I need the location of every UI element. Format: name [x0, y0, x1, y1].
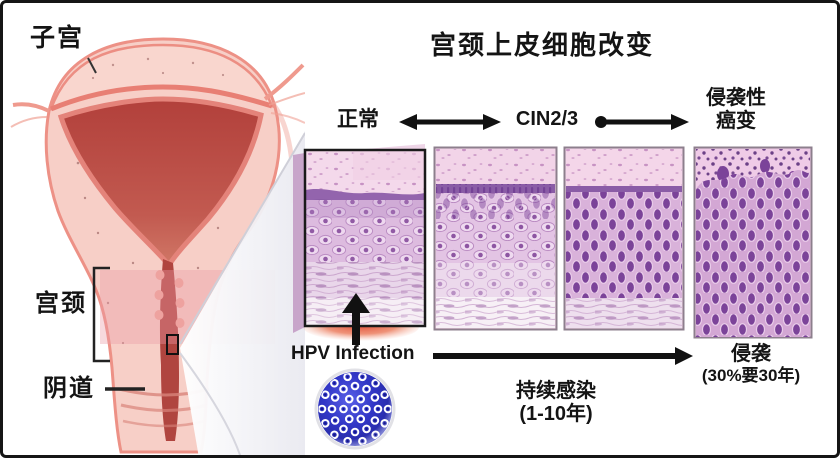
cervix-bracket — [92, 266, 110, 363]
stage-label-invasive-line1: 侵袭性 — [706, 87, 766, 109]
stage-label-invasive: 侵袭性 癌变 — [706, 87, 766, 133]
histology-panel-early-cin — [433, 146, 558, 331]
cervical-rugae — [154, 270, 185, 328]
arrow-normal-to-cin — [399, 114, 501, 130]
uterus-label: 子宫 — [30, 24, 85, 52]
invasion-line1: 侵袭 — [730, 343, 771, 365]
histology-panel-cin23 — [563, 146, 685, 331]
histology-panel-invasive — [693, 146, 813, 339]
persistent-infection-line1: 持续感染 — [516, 380, 596, 402]
arrow-hpv-up — [342, 293, 370, 345]
invasion-line2: (30%要30年) — [701, 366, 801, 385]
uterus-illustration — [10, 37, 305, 455]
cervix-label: 宫颈 — [35, 290, 87, 317]
vagina-label: 阴道 — [43, 375, 95, 402]
stage-label-normal: 正常 — [337, 108, 379, 131]
diagram-title: 宫颈上皮细胞改变 — [429, 30, 655, 60]
vagina-pointer-line — [105, 387, 145, 391]
hpv-infection-label: HPV Infection — [291, 343, 415, 364]
hpv-virus-icon — [314, 368, 396, 450]
normal-panel-box — [303, 148, 427, 328]
arrow-cin-to-invasive — [595, 114, 689, 130]
cervix-sample-marker — [166, 334, 179, 355]
arrow-persistent-infection — [433, 347, 693, 365]
stage-label-invasive-line2: 癌变 — [716, 110, 756, 132]
magnifier-wedge — [180, 131, 305, 455]
persistent-infection-label: 持续感染 (1-10年) — [516, 380, 596, 426]
stage-label-cin: CIN2/3 — [515, 108, 579, 130]
persistent-infection-line2: (1-10年) — [519, 403, 593, 425]
uterus-pointer-line — [87, 57, 97, 74]
invasion-label: 侵袭 (30%要30年) — [702, 343, 800, 387]
histology-panel-normal — [293, 144, 427, 341]
